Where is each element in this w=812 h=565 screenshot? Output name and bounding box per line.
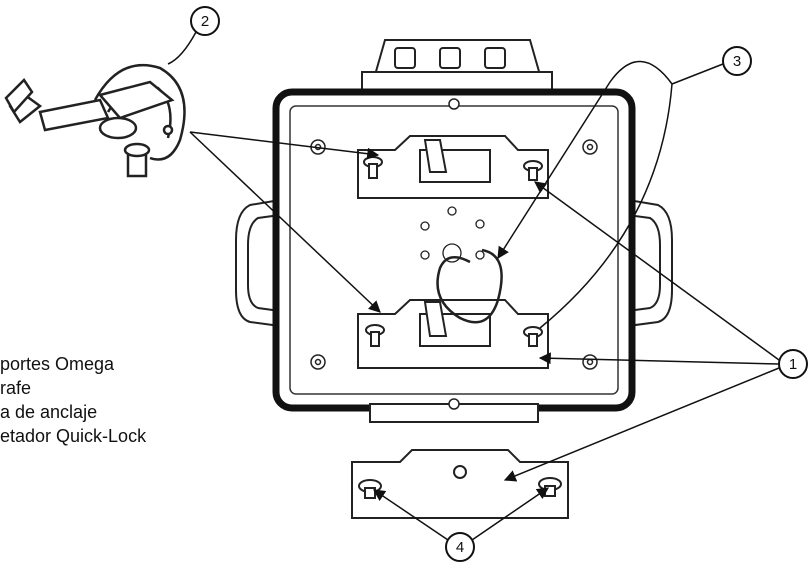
omega-bracket-top <box>357 135 549 199</box>
legend-item-2: rafe <box>0 378 32 398</box>
callout-1: 1 <box>189 131 808 482</box>
callout-1-label: 1 <box>789 356 797 373</box>
legend-item-1: portes Omega <box>0 354 115 374</box>
legend-item-4: etador Quick-Lock <box>0 426 147 446</box>
omega-bracket-bottom <box>357 299 549 369</box>
callout-3: 3 <box>497 46 752 329</box>
parts-legend: portes Omega rafe a de anclaje etador Qu… <box>0 352 146 448</box>
callout-2-label: 2 <box>201 13 209 30</box>
callout-4-label: 4 <box>456 539 464 556</box>
legend-item-3: a de anclaje <box>0 402 98 422</box>
fixture-head-top <box>361 39 553 95</box>
callout-4: 4 <box>373 487 549 562</box>
callout-3-label: 3 <box>733 53 741 70</box>
callout-2: 2 <box>167 6 220 65</box>
omega-bracket-loose <box>351 449 569 519</box>
side-handles <box>235 199 673 327</box>
safety-cable <box>436 248 503 324</box>
clamp-illustration <box>4 63 186 178</box>
